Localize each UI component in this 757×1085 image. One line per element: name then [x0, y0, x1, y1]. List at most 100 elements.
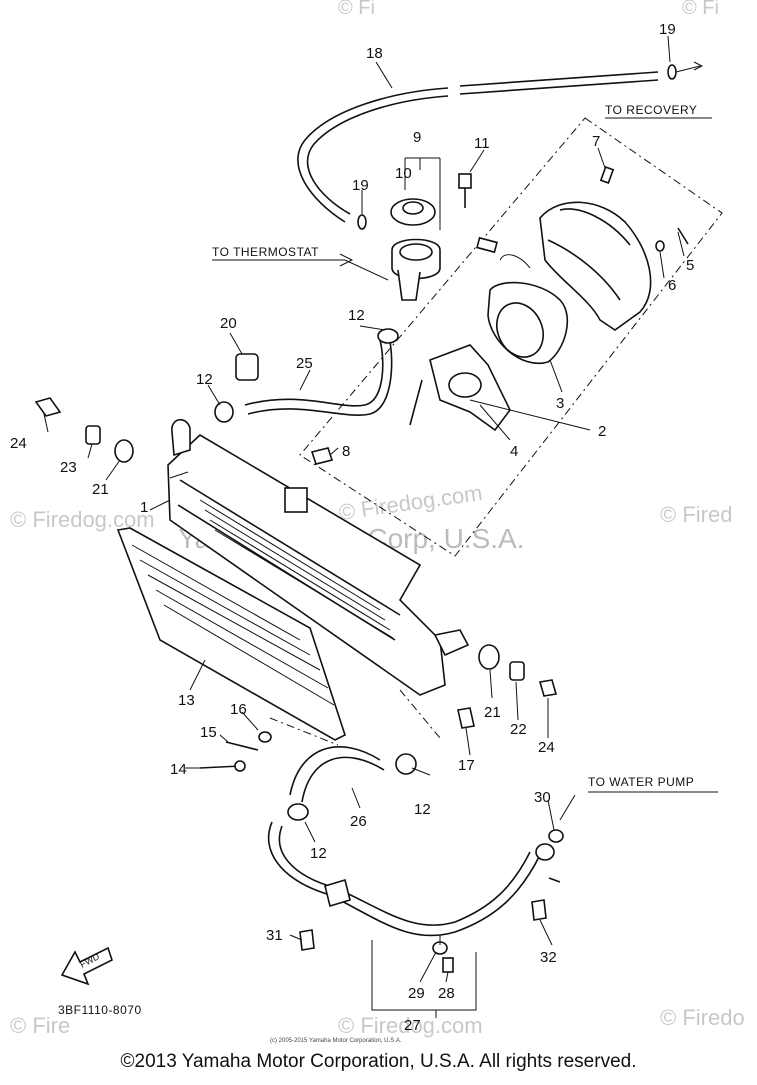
washer-6 — [655, 240, 665, 252]
fan-shroud-rib2 — [547, 239, 621, 301]
hose-clamp-12-lower — [395, 753, 417, 775]
callout-26: 26 — [350, 813, 367, 830]
watermark-left: © Firedog.com — [10, 507, 155, 532]
water-pump-arrow — [559, 794, 576, 821]
bolt-28 — [442, 957, 454, 973]
recovery-hose-inner — [306, 95, 449, 215]
radiator-filler — [284, 487, 308, 513]
recovery-hose — [297, 87, 449, 223]
pipe-tab — [548, 877, 561, 883]
callout-17: 17 — [458, 757, 475, 774]
callout-1: 1 — [140, 499, 148, 516]
radiator-assembly-outline — [269, 717, 339, 746]
callout-2: 2 — [598, 423, 606, 440]
hose-clamp-12-bottom — [287, 803, 309, 821]
bolt-14 — [199, 765, 241, 769]
fan-motor-body — [496, 302, 544, 358]
fan-motor-wire — [499, 254, 531, 269]
clip-8 — [310, 447, 334, 465]
note-to-water-pump: TO WATER PUMP — [588, 775, 694, 789]
radiator-core-top — [179, 479, 401, 616]
radiator-fins — [199, 499, 394, 639]
fan-connector — [476, 236, 498, 254]
callout-16: 16 — [230, 701, 247, 718]
bypass-hose-25-inner — [247, 341, 393, 416]
callout-9: 9 — [413, 129, 421, 146]
callout-12-bottom: 12 — [310, 845, 327, 862]
callout-15: 15 — [200, 724, 217, 741]
bolt-24-left — [34, 397, 62, 417]
callout-29: 29 — [408, 985, 425, 1002]
callout-31: 31 — [266, 927, 283, 944]
callout-24-right: 24 — [538, 739, 555, 756]
recovery-hose-right-inner — [459, 79, 659, 95]
bolt-24-right — [538, 679, 558, 697]
filler-neck-outlet — [397, 269, 421, 301]
clip-17 — [457, 707, 475, 729]
screw-5 — [677, 227, 689, 245]
hose-clamp-12-left — [214, 401, 234, 423]
callout-25: 25 — [296, 355, 313, 372]
grommet-21-left — [114, 439, 134, 463]
hose-assembly-bracket — [399, 689, 441, 739]
grommet-21-right — [478, 644, 500, 670]
callout-19-mid: 19 — [352, 177, 369, 194]
note-to-thermostat: TO THERMOSTAT — [212, 245, 319, 259]
callout-27: 27 — [404, 1017, 421, 1034]
to-thermostat-arrow — [339, 253, 354, 267]
callout-5: 5 — [686, 257, 694, 274]
callout-14: 14 — [170, 761, 187, 778]
bracket-27 — [371, 940, 477, 1011]
water-pipe-27-inner — [278, 825, 531, 926]
fan-shroud-rib — [559, 208, 631, 246]
pipe-bracket — [324, 878, 351, 908]
callout-4: 4 — [510, 443, 518, 460]
bolt-15 — [225, 741, 259, 751]
to-thermostat-leader — [212, 259, 389, 281]
callout-7: 7 — [592, 133, 600, 150]
hose-clamp-12-top — [377, 328, 399, 344]
bolt-14-head — [234, 760, 246, 772]
callout-21-left: 21 — [92, 481, 109, 498]
callout-12-left: 12 — [196, 371, 213, 388]
part-code: 3BF1110-8070 — [58, 1003, 142, 1017]
fine-print: (c) 2005-2015 Yamaha Motor Corporation, … — [270, 1038, 402, 1044]
collar-22 — [509, 661, 525, 681]
bypass-hose-25 — [244, 339, 384, 407]
radiator-cap-top — [402, 201, 424, 215]
drain-cap-20 — [235, 353, 259, 381]
note-to-recovery: TO RECOVERY — [605, 103, 697, 117]
callout-11: 11 — [474, 135, 490, 152]
fwd-arrow — [60, 946, 113, 986]
callout-32: 32 — [540, 949, 557, 966]
recovery-arrowhead — [693, 61, 704, 71]
bolt-32 — [531, 899, 547, 921]
footer-copyright: ©2013 Yamaha Motor Corporation, U.S.A. A… — [120, 1051, 637, 1072]
hose-clip-top — [667, 64, 677, 80]
callout-8: 8 — [342, 443, 350, 460]
callout-19-top: 19 — [659, 21, 676, 38]
fan-assembly-outline — [299, 117, 723, 557]
callout-23: 23 — [60, 459, 77, 476]
callout-21-right: 21 — [484, 704, 501, 721]
callout-20: 20 — [220, 315, 237, 332]
filler-neck-mouth — [399, 243, 433, 261]
radiator-mount-tab — [433, 629, 470, 657]
watermark-bottom-mid: © Firedog.com — [338, 1013, 483, 1038]
callout-30: 30 — [534, 789, 551, 806]
water-pipe-27 — [267, 821, 541, 937]
bolt-31 — [299, 929, 315, 951]
screw-7 — [599, 166, 615, 184]
callout-28: 28 — [438, 985, 455, 1002]
callout-13: 13 — [178, 692, 195, 709]
watermark-bottom-left: © Fire — [10, 1013, 70, 1038]
fan-bolt — [409, 379, 423, 426]
callout-22: 22 — [510, 721, 527, 738]
washer-16 — [258, 731, 272, 743]
radiator-guard-mesh — [131, 544, 335, 706]
hose-clip-mid — [357, 214, 367, 230]
radiator-guard — [116, 527, 346, 741]
watermark-center-top: © Firedog.com — [337, 480, 484, 525]
lower-hose-26-inner — [301, 756, 385, 803]
